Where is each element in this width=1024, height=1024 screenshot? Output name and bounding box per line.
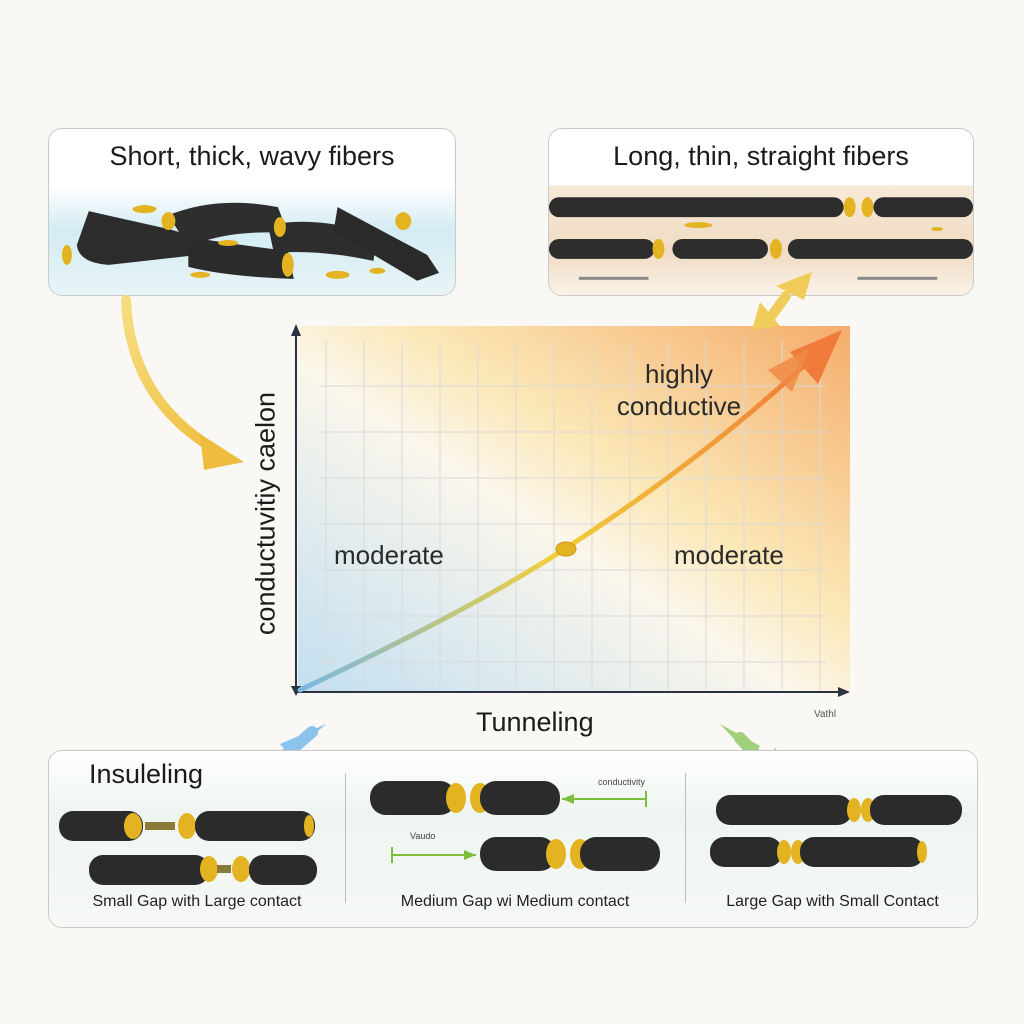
medium-gap-caption: Medium Gap wi Medium contact xyxy=(400,893,630,910)
short-fibers-illustration xyxy=(49,185,455,295)
small-gap-caption: Small Gap with Large contact xyxy=(92,893,302,910)
long-fibers-panel: Long, thin, straight fibers xyxy=(548,128,974,296)
highly-label-line1: highly xyxy=(645,359,713,389)
long-fibers-illustration xyxy=(549,185,973,295)
long-fibers-title: Long, thin, straight fibers xyxy=(613,141,909,171)
x-axis-corner-note: Vathl xyxy=(814,709,837,720)
insulating-title: Insuleling xyxy=(89,759,204,789)
highly-label-line2: conductive xyxy=(616,391,742,421)
moderate-left-label: moderate xyxy=(334,540,444,570)
trend-contact-point xyxy=(555,541,577,557)
x-axis-label: Tunneling xyxy=(476,707,594,737)
long-fibers-double-arrow xyxy=(752,272,812,330)
cell-divider xyxy=(685,773,686,903)
gap-contact-panel: Insuleling Small Gap with Large contact xyxy=(48,750,978,928)
moderate-right-label: moderate xyxy=(674,540,784,570)
medium-gap-cell: conductivity Vaudo Medium Gap wi Medium … xyxy=(346,751,684,927)
highly-conductive-label: highly conductive xyxy=(584,358,774,422)
trend-arrow-head xyxy=(790,330,842,384)
chart-background xyxy=(298,326,850,692)
y-axis-label: conductuvitiy caelon xyxy=(250,391,281,636)
short-fibers-arrow xyxy=(121,295,221,455)
trend-arrow-head-inner xyxy=(768,348,810,392)
cell-divider xyxy=(345,773,346,903)
medium-gap-illustration xyxy=(370,781,660,871)
chart-grid xyxy=(320,340,826,690)
small-gap-cell: Small Gap with Large contact xyxy=(49,751,345,927)
short-fibers-panel: Short, thick, wavy fibers xyxy=(48,128,456,296)
large-gap-illustration xyxy=(710,795,962,867)
large-gap-cell: Large Gap with Small Contact xyxy=(686,751,977,927)
medium-gap-note-left: Vaudo xyxy=(410,831,436,841)
small-gap-illustration xyxy=(59,811,317,885)
medium-gap-note-top: conductivity xyxy=(598,777,646,787)
short-fibers-title: Short, thick, wavy fibers xyxy=(109,141,395,171)
large-gap-caption: Large Gap with Small Contact xyxy=(726,893,939,910)
